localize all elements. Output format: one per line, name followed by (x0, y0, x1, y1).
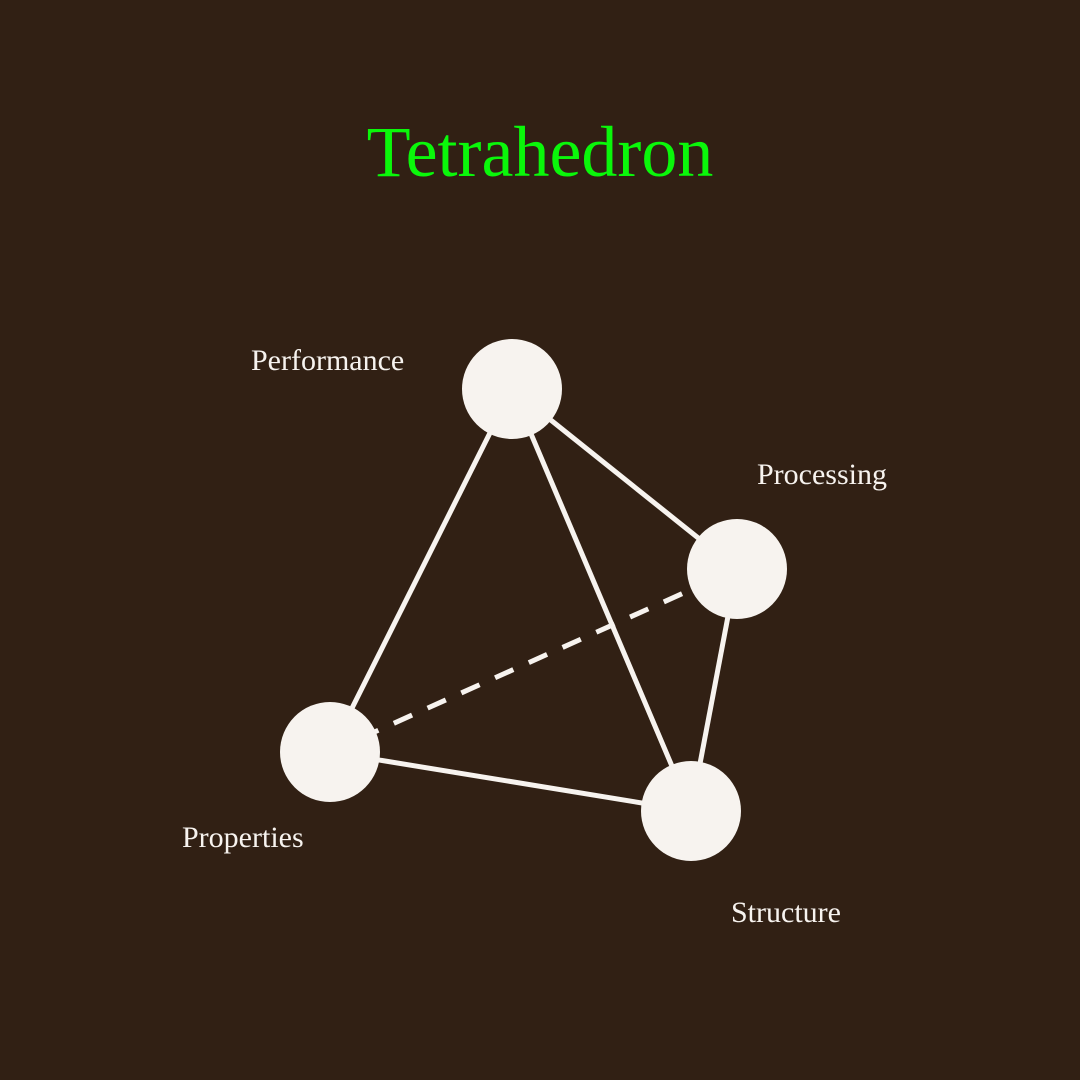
label-properties: Properties (182, 821, 304, 854)
edge-performance-structure (509, 388, 694, 812)
node-structure (641, 761, 741, 861)
label-processing: Processing (757, 458, 887, 491)
node-processing (687, 519, 787, 619)
edge-properties-structure (329, 749, 692, 814)
label-structure: Structure (731, 896, 841, 929)
node-performance (462, 339, 562, 439)
edge-properties-processing-hidden (328, 566, 739, 755)
node-properties (280, 702, 380, 802)
edge-performance-properties (327, 387, 515, 754)
diagram-title: Tetrahedron (366, 112, 714, 192)
label-performance: Performance (251, 344, 405, 377)
